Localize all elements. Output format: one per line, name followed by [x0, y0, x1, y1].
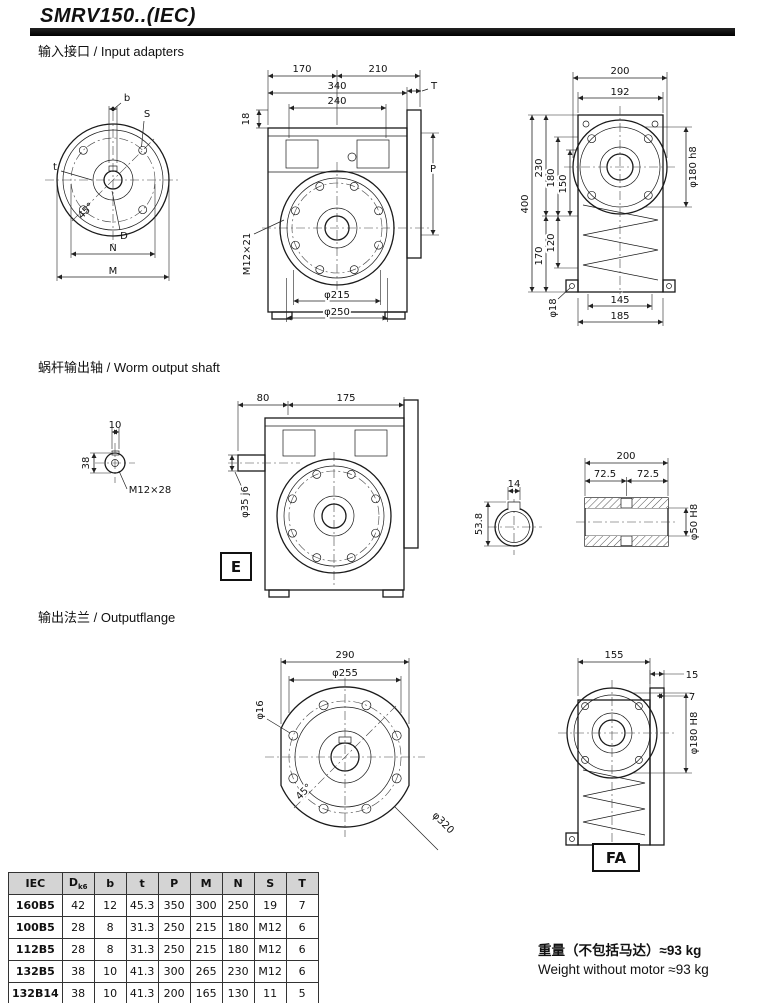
table-header-row: IEC Dk6 b t P M N S T: [8, 872, 319, 895]
col-header-t2: T: [285, 872, 319, 895]
weight-note-en: Weight without motor ≈93 kg: [538, 962, 709, 977]
dim-label-192: 192: [610, 87, 629, 98]
dim-label-72-5-a: 72.5: [594, 469, 616, 480]
dim-label-phi18: φ18: [548, 298, 559, 317]
col-header-b: b: [93, 872, 127, 895]
iec-adapter-spec-table: IEC Dk6 b t P M N S T 160B5 42 12 45.3 3…: [8, 872, 319, 1003]
table-row-160b5: 160B5 42 12 45.3 350 300 250 19 7: [8, 894, 319, 917]
input-adapter-side-view: 170 210 340 240 18 T P M12×21 φ21: [239, 64, 439, 322]
output-flange-front-view: 45° 290 φ255 φ16 φ320: [253, 650, 457, 851]
dim-label-phi180-H8-out: φ180 H8: [689, 712, 700, 755]
col-header-m: M: [189, 872, 223, 895]
col-header-t: t: [125, 872, 159, 895]
dim-label-400: 400: [520, 194, 531, 213]
output-flange-side-view: 155 15 7 φ180 H8: [558, 650, 702, 852]
dim-label-180: 180: [546, 168, 557, 187]
dim-label-150: 150: [558, 174, 569, 193]
dim-label-170-rear: 170: [534, 246, 545, 265]
table-row-132b14: 132B14 38 10 41.3 200 165 130 11 5: [8, 982, 319, 1003]
dim-label-200-shaft: 200: [616, 451, 635, 462]
col-header-n: N: [221, 872, 255, 895]
col-header-p: P: [157, 872, 191, 895]
worm-output-side-view: 80 175 φ35 j6: [228, 393, 419, 598]
dim-label-phi180-h8: φ180 h8: [688, 146, 699, 188]
dim-label-240: 240: [327, 96, 346, 107]
dim-label-t: t: [53, 162, 57, 173]
dim-label-angle45: 45°: [76, 201, 96, 221]
dim-label-185: 185: [610, 311, 629, 322]
table-row-100b5: 100B5 28 8 31.3 250 215 180 M12 6: [8, 916, 319, 939]
dim-label-230: 230: [534, 158, 545, 177]
dim-label-phi215: φ215: [324, 290, 350, 301]
view-label-e: E: [220, 552, 252, 581]
dim-label-53-8: 53.8: [474, 513, 485, 535]
dim-label-phi255: φ255: [332, 668, 358, 679]
dim-label-170: 170: [292, 64, 311, 75]
dim-label-7: 7: [689, 692, 695, 703]
title-divider-bar: [30, 28, 735, 36]
col-header-iec: IEC: [8, 872, 63, 895]
section-heading-worm-output-shaft: 蜗杆输出轴 / Worm output shaft: [38, 360, 220, 375]
dim-label-120: 120: [546, 233, 557, 252]
hollow-shaft-section-view: 200 72.5 72.5 φ50 H8: [576, 451, 702, 547]
dim-label-155: 155: [604, 650, 623, 661]
table-row-132b5: 132B5 38 10 41.3 300 265 230 M12 6: [8, 960, 319, 983]
view-label-fa: FA: [592, 843, 640, 872]
dim-label-18: 18: [241, 113, 252, 126]
input-adapter-front-view: b S t D N M 45°: [45, 93, 181, 281]
dim-label-72-5-b: 72.5: [637, 469, 659, 480]
weight-note: 重量（不包括马达）≈93 kg Weight without motor ≈93…: [538, 941, 709, 979]
dim-label-d: D: [120, 231, 128, 242]
worm-shaft-end-view: 10 38 M12×28: [79, 420, 171, 496]
dim-label-m12x21: M12×21: [242, 233, 253, 275]
dim-label-angle45-flange: 45°: [294, 782, 314, 802]
section-heading-input-adapters: 输入接口 / Input adapters: [38, 44, 184, 59]
dim-label-phi50-h8: φ50 H8: [689, 504, 700, 540]
dim-label-m: M: [109, 266, 118, 277]
weight-note-cn: 重量（不包括马达）≈93 kg: [538, 943, 702, 958]
dim-label-340: 340: [327, 81, 346, 92]
dim-label-phi320: φ320: [430, 810, 456, 836]
dim-label-175: 175: [336, 393, 355, 404]
dim-label-p: P: [430, 164, 436, 175]
dim-label-200: 200: [610, 66, 629, 77]
dim-label-290: 290: [335, 650, 354, 661]
dim-label-t-flange: T: [430, 81, 438, 92]
dim-label-n: N: [109, 243, 116, 254]
dim-label-15: 15: [686, 670, 699, 681]
dim-label-phi16: φ16: [255, 700, 266, 719]
dim-label-b: b: [124, 93, 130, 104]
dim-label-s: S: [144, 109, 150, 120]
dim-label-10: 10: [109, 420, 122, 431]
col-header-s: S: [253, 872, 287, 895]
page-title: SMRV150..(IEC): [40, 5, 196, 27]
dim-label-38: 38: [81, 457, 92, 470]
dim-label-210: 210: [368, 64, 387, 75]
dim-label-phi35-j6: φ35 j6: [240, 486, 251, 518]
dim-label-m12x28: M12×28: [129, 485, 171, 496]
dim-label-80: 80: [257, 393, 270, 404]
section-heading-output-flange: 输出法兰 / Outputflange: [38, 610, 176, 625]
dim-label-phi250: φ250: [324, 307, 350, 318]
output-bore-end-view: 14 53.8: [472, 479, 542, 555]
dim-label-145: 145: [610, 295, 629, 306]
dim-label-14: 14: [508, 479, 521, 490]
table-row-112b5: 112B5 28 8 31.3 250 215 180 M12 6: [8, 938, 319, 961]
col-header-d: Dk6: [61, 872, 95, 895]
input-rear-view: 200 192 400 230 170 180 120 150: [518, 66, 701, 326]
